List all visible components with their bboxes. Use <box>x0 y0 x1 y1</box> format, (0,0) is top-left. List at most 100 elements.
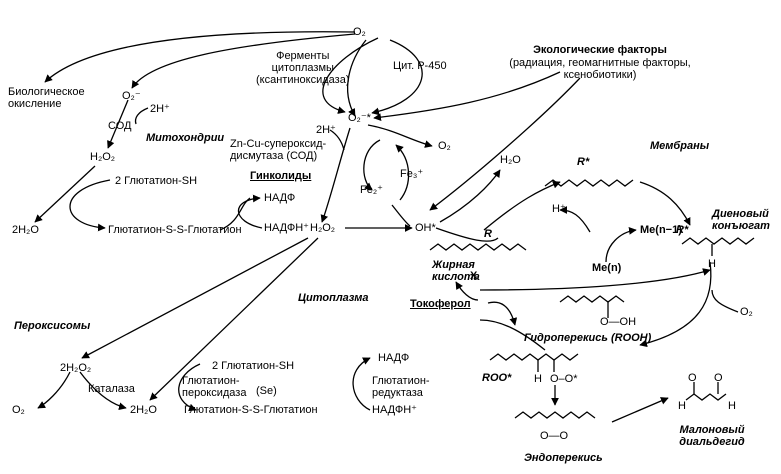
arrow-o2minus-h2o2-center <box>320 127 351 223</box>
arrow-2h-center <box>329 129 345 151</box>
glutathione-sh-left: 2 Глютатион-SH <box>115 175 198 187</box>
nadfh-left: НАДФН⁺ <box>264 222 309 234</box>
arrow-catalase-a <box>37 371 71 409</box>
chain-fatty <box>429 243 527 251</box>
fe3-label: Fe₃⁺ <box>400 168 424 180</box>
glutathione-ss-left: Глютатион-S-S-Глютатион <box>108 224 242 236</box>
glutathione-reductase-label: Глютатион- редуктаза <box>372 375 430 399</box>
malon-o-a: O <box>688 372 697 384</box>
arrow-nadf-left-b <box>219 197 251 231</box>
o2-right: O₂ <box>740 306 753 318</box>
chain-malon <box>685 393 727 401</box>
arrow-h2o2-bottom <box>149 237 319 401</box>
enzymes-label: Ферменты цитоплазмы (ксантиноксидаза) <box>256 50 350 86</box>
x-block-mark: X <box>470 270 478 282</box>
arrow-eco-o2minus <box>373 71 561 122</box>
chain-hydroperox <box>559 295 625 303</box>
malon-h-b: H <box>728 400 736 412</box>
malon-h-a: H <box>678 400 686 412</box>
r-label: R <box>484 228 492 240</box>
arrow-me <box>605 227 637 263</box>
cytoplasm-label: Цитоплазма <box>298 292 369 304</box>
h-roo: H <box>534 373 542 385</box>
r-star-top: R* <box>577 156 590 168</box>
chain-endo <box>514 411 596 419</box>
arrow-o2minus-o2center <box>367 124 433 148</box>
eco-factors-sub: (радиация, геомагнитные факторы, ксеноби… <box>509 57 691 81</box>
arrow-o2-to-bio <box>44 31 356 83</box>
arrow-glut-left <box>69 179 111 232</box>
oh-radical: OH* <box>415 222 436 234</box>
arrow-enzymes <box>322 37 379 114</box>
nadf-bottom: НАДФ <box>378 352 410 364</box>
arrow-tocopherol <box>455 281 479 301</box>
arrow-2h-left <box>134 107 149 125</box>
glutathione-sh-bottom: 2 Глютатион-SH <box>212 360 295 372</box>
glutathione-ss-bottom: Глютатион-S-S-Глютатион <box>184 404 318 416</box>
h2o-bottom: 2H₂O <box>130 404 157 416</box>
hydroperoxide-label: Гидроперекись (ROOH) <box>524 332 652 344</box>
fatty-acid-label: Жирная кислота <box>432 259 480 283</box>
mitochondria-label: Митохондрии <box>146 132 225 144</box>
diene-conjugate-label: Диеновый конъюгат <box>712 208 770 232</box>
h2o-right: H₂O <box>500 154 521 166</box>
h2o-left: 2H₂O <box>12 224 39 236</box>
o2-top: O₂ <box>353 26 366 38</box>
peroxisomes-label: Пероксисомы <box>14 320 91 332</box>
roo-radical-label: ROO* <box>482 372 512 384</box>
arrow-fatty-diene <box>479 268 711 291</box>
arrow-oh-r <box>435 227 499 242</box>
arrow-h2o2-h2o <box>34 165 96 223</box>
me-n-label: Me(n) <box>592 262 622 274</box>
membranes-label: Мембраны <box>650 140 710 152</box>
o2-minus-left: O₂⁻ <box>122 90 141 102</box>
o2-bottom: O₂ <box>12 404 25 416</box>
two-h-center: 2H⁺ <box>316 124 336 136</box>
arrow-nadf-left <box>237 194 263 229</box>
chain-diene <box>681 237 755 245</box>
arrow-rstar-diene <box>639 181 691 226</box>
nadf-left: НАДФ <box>264 192 296 204</box>
chain-roo <box>489 353 579 361</box>
arrow-cyt <box>371 39 423 116</box>
catalase-label: Каталаза <box>88 383 135 395</box>
oo-roo: O–O* <box>550 373 578 385</box>
selenium-label: (Se) <box>256 385 277 397</box>
arrow-o2-to-o2minus-left <box>131 33 356 89</box>
arrow-fe-cycle-b <box>395 144 410 201</box>
arrow-o2-right <box>711 289 739 313</box>
o2-minus-center: O₂⁻* <box>348 112 371 124</box>
h2o2-left: H₂O₂ <box>90 151 116 163</box>
chain-rstar-top <box>544 179 634 187</box>
me-n-minus-1-label: Me(n−1) <box>640 224 682 236</box>
two-h2o2: 2H₂O₂ <box>60 362 92 374</box>
ginkgolides-label: Гинколиды <box>250 170 312 182</box>
h-right: H <box>708 258 716 270</box>
arrow-fe-cycle-a <box>363 139 381 191</box>
arrow-eco-oh <box>429 77 581 211</box>
arrow-catalase-b <box>79 371 127 411</box>
arrow-o2-to-o2minus-center <box>347 39 367 117</box>
glutathione-peroxidase-label: Глютатион- пероксидаза <box>182 375 247 399</box>
fe2-label: Fe₂⁺ <box>360 184 383 196</box>
eco-factors-title: Экологические факторы <box>533 44 667 56</box>
malondialdehyde-label: Малоновый диальдегид <box>679 424 745 448</box>
h2o2-center: H₂O₂ <box>310 222 336 234</box>
zncu-sod-label: Zn-Cu-супероксид- дисмутаза (СОД) <box>230 138 327 162</box>
tocopherol-label: Токоферол <box>410 298 471 310</box>
arrow-oh-h2o <box>439 169 501 223</box>
arrow-o2minus-h2o2 <box>107 99 129 149</box>
arrow-tocopherol-hydroperox <box>487 301 518 326</box>
arrow-h2o2-peroxisome <box>81 237 309 359</box>
o2-center: O₂ <box>438 140 451 152</box>
arrow-endo-malon <box>611 397 669 423</box>
malon-o-b: O <box>714 372 723 384</box>
arrow-fe-oh <box>391 204 411 227</box>
arrow-hplus <box>559 206 591 233</box>
endoperoxide-label: Эндоперекись <box>524 452 603 464</box>
sod-left: СОД <box>108 120 132 132</box>
nadfh-bottom: НАДФН⁺ <box>372 404 417 416</box>
h-plus-label: H⁺ <box>552 203 566 215</box>
